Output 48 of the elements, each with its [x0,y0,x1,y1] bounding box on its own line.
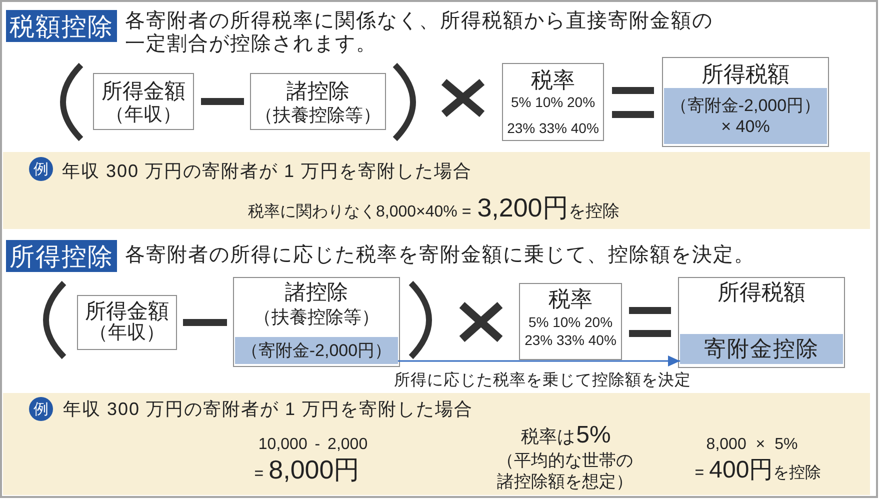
result-label: 所得税額 [718,280,806,306]
example-panel [3,152,870,229]
section-description: 各寄附者の所得税率に関係なく、所得税額から直接寄附金額の一定割合が控除されます。 [125,10,714,56]
example-text: 年収 300 万円の寄附者が 1 万円を寄附した場合 [63,398,474,420]
term-box [233,277,400,367]
term-label: 諸控除 [285,281,348,305]
highlight-band: （寄附金-2,000円） [235,337,398,364]
term-note: （年収） [89,322,165,344]
term-box [93,73,194,130]
result-box [678,277,845,368]
section-description: 各寄附者の所得に応じた税率を寄附金額に乗じて、控除額を決定。 [125,243,755,267]
highlight-band: （寄附金-2,000円） × 40% [664,88,827,144]
example-text: を控除 [773,464,822,482]
example-note: （平均的な世帯の諸控除額を想定） [496,450,634,492]
example-badge: 例 [29,397,53,421]
example-panel [3,393,870,495]
term-box [250,73,386,130]
example-result: 8,000円 [268,455,360,485]
term-note: （扶養控除等） [254,306,380,328]
example-result: 400円 [709,458,774,484]
rate-list: 5% 10% 20% 23% 33% 40% [522,313,618,349]
example-formula: = [254,465,264,484]
connector-arrow [398,356,680,366]
rate-label: 税率 [548,288,592,312]
example-text: 年収 300 万円の寄附者が 1 万円を寄附した場合 [62,160,472,182]
rate-box [519,283,622,360]
result-box [662,57,829,147]
example-formula: 税率に関わりなく8,000×40% = [248,203,472,222]
edge-label: 所得に応じた税率を乗じて控除額を決定 [394,372,691,390]
section-tag: 所得控除 [6,240,117,272]
term-label: 所得金額 [102,80,186,104]
term-note: （扶養控除等） [255,104,381,126]
term-label: 諸控除 [286,80,350,104]
highlight-band: 寄附金控除 [680,334,843,364]
result-label: 所得税額 [702,62,790,88]
example-result: 3,200円 [477,193,568,223]
example-formula: 8,000 × 5% [706,436,798,454]
example-result: 5% [576,422,611,450]
example-formula: 10,000 - 2,000 [258,436,368,454]
example-formula: = [694,464,704,482]
rate-box [502,63,604,141]
term-box [77,295,177,350]
example-badge: 例 [29,157,53,181]
term-note: （年収） [106,104,182,126]
example-text: を控除 [568,201,620,220]
term-label: 所得金額 [85,300,169,324]
example-text: 税率は [521,426,576,447]
section-tag: 税額控除 [6,10,117,42]
